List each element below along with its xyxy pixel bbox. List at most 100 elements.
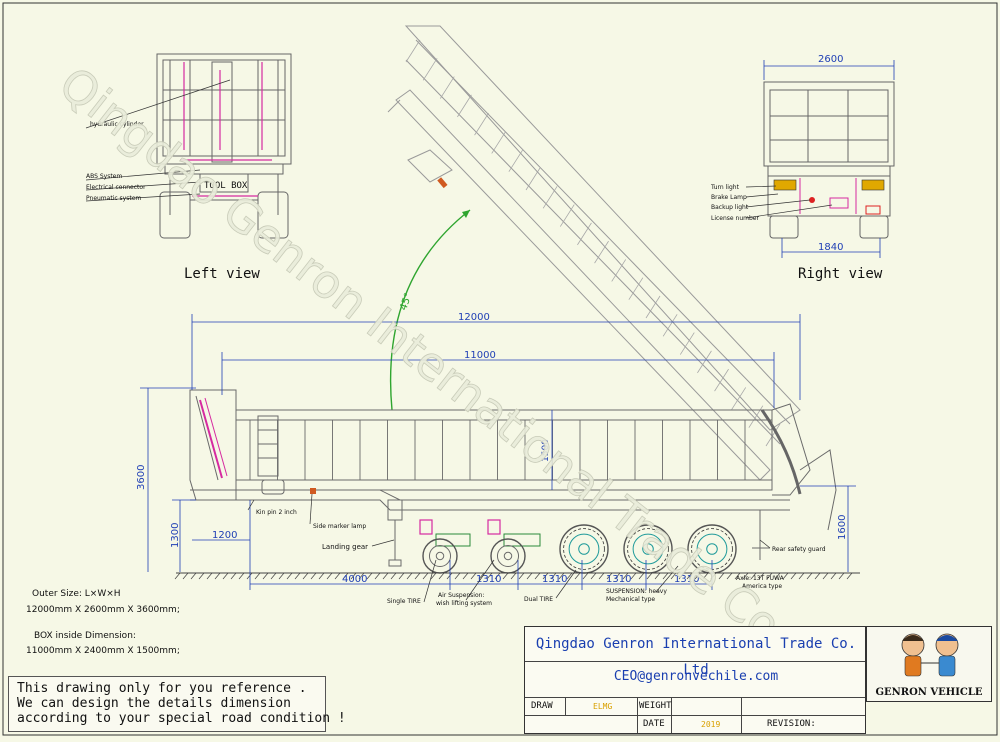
- tipped-body-ribs: [405, 39, 781, 447]
- tipped-rib: [611, 259, 627, 282]
- wheel-tread: [563, 528, 605, 570]
- side-view-ribs: [249, 420, 746, 480]
- hatch-line: [446, 572, 453, 580]
- side-marker-lamp: [310, 488, 316, 494]
- hatch-line: [206, 572, 213, 580]
- tipped-rib: [577, 222, 592, 246]
- rear-hinge: [760, 409, 802, 495]
- tb-col-1: [565, 697, 566, 715]
- wheel-rim: [428, 544, 452, 568]
- left-view-leaders: [85, 79, 231, 202]
- revision-label: REVISION:: [767, 719, 816, 729]
- hatch-line: [278, 572, 285, 580]
- hatch-line: [286, 572, 293, 580]
- hatch-line: [582, 572, 589, 580]
- hatch-line: [614, 572, 621, 580]
- tip-angle-arc: [389, 209, 471, 411]
- right-view-lamps: [773, 178, 885, 215]
- company-name: Qingdao Genron International Trade Co. L…: [535, 636, 857, 678]
- tb-col-4: [741, 697, 742, 733]
- hatch-line: [750, 572, 757, 580]
- tipped-rib: [422, 58, 438, 81]
- hatch-line: [542, 572, 549, 580]
- hatch-line: [478, 572, 485, 580]
- tipped-rib: [474, 112, 489, 136]
- hatch-line: [590, 572, 597, 580]
- hatch-line: [806, 572, 813, 580]
- dim-axle-2: 1310: [542, 574, 567, 585]
- left-view-title: Left view: [184, 266, 260, 282]
- dim-track-1840: 1840: [818, 242, 843, 253]
- right-view-title: Right view: [798, 266, 883, 282]
- hatch-line: [558, 572, 565, 580]
- hatch-line: [310, 572, 317, 580]
- callout-turn-light: Turn light: [710, 184, 740, 191]
- hatch-line: [334, 572, 341, 580]
- dim-total-length: 12000: [458, 312, 490, 323]
- tipped-rib: [645, 295, 661, 319]
- tipped-rib: [748, 405, 764, 428]
- hatch-line: [534, 572, 541, 580]
- hatch-line: [822, 572, 829, 580]
- tipped-lamp: [437, 177, 448, 189]
- tipped-rib: [662, 314, 678, 337]
- callout-dual-tire: Dual TIRE: [524, 596, 553, 603]
- hatch-line: [830, 572, 837, 580]
- hatch-line: [566, 572, 573, 580]
- wheel-tire: [490, 538, 526, 574]
- tipped-rib: [628, 277, 644, 300]
- hatch-line: [422, 572, 429, 580]
- hatch-line: [846, 572, 853, 580]
- suspension-links: [435, 533, 541, 547]
- hatch-line: [814, 572, 821, 580]
- hatch-line: [254, 572, 261, 580]
- mascot-icon: [901, 633, 959, 677]
- hatch-line: [198, 572, 205, 580]
- callout-suspension: SUSPENSION: heavy: [606, 588, 667, 595]
- tipped-rib: [714, 368, 729, 392]
- right-view-dims: [763, 60, 895, 258]
- tipped-rib: [457, 94, 472, 118]
- note-line-1: This drawing only for you reference .: [17, 681, 307, 696]
- hatch-line: [262, 572, 269, 580]
- wheel-hub: [435, 551, 445, 561]
- spec-inside-value: 11000mm X 2400mm X 1500mm;: [26, 646, 180, 656]
- side-view-hydraulic-ram-2: [204, 397, 228, 477]
- date-label: DATE: [643, 719, 665, 729]
- hatch-line: [390, 572, 397, 580]
- hatch-line: [342, 572, 349, 580]
- hatch-line: [414, 572, 421, 580]
- tipped-rib: [508, 149, 524, 172]
- spec-outer-value: 12000mm X 2600mm X 3600mm;: [26, 605, 180, 615]
- logo-text: GENRON VEHICLE: [875, 687, 983, 698]
- hatch-line: [182, 572, 189, 580]
- tipped-rib: [542, 186, 558, 209]
- callout-axle-2: America type: [742, 583, 782, 590]
- hatch-line: [398, 572, 405, 580]
- wheel-tread: [627, 528, 669, 570]
- spec-outer-label: Outer Size: L×W×H: [32, 589, 121, 599]
- dim-box-height: 1500: [541, 439, 551, 462]
- dim-axle-1: 1310: [476, 574, 501, 585]
- hatch-line: [526, 572, 533, 580]
- hatch-line: [438, 572, 445, 580]
- hatch-line: [366, 572, 373, 580]
- wheel-tire: [559, 524, 609, 574]
- hatch-line: [238, 572, 245, 580]
- side-view-hydraulic-ram: [199, 399, 223, 479]
- hatch-line: [270, 572, 277, 580]
- hatch-line: [638, 572, 645, 580]
- genron-logo: GENRON VEHICLE: [866, 626, 992, 702]
- hatch-line: [494, 572, 501, 580]
- dim-axle-3: 1310: [606, 574, 631, 585]
- hatch-line: [174, 572, 181, 580]
- air-suspension: [419, 519, 501, 535]
- wheel-rim: [632, 533, 664, 565]
- tb-col-3: [671, 697, 672, 733]
- dim-rear-height: 1600: [837, 515, 848, 540]
- hatch-line: [574, 572, 581, 580]
- hatch-line: [430, 572, 437, 580]
- dim-box-length: 11000: [464, 350, 496, 361]
- hatch-line: [598, 572, 605, 580]
